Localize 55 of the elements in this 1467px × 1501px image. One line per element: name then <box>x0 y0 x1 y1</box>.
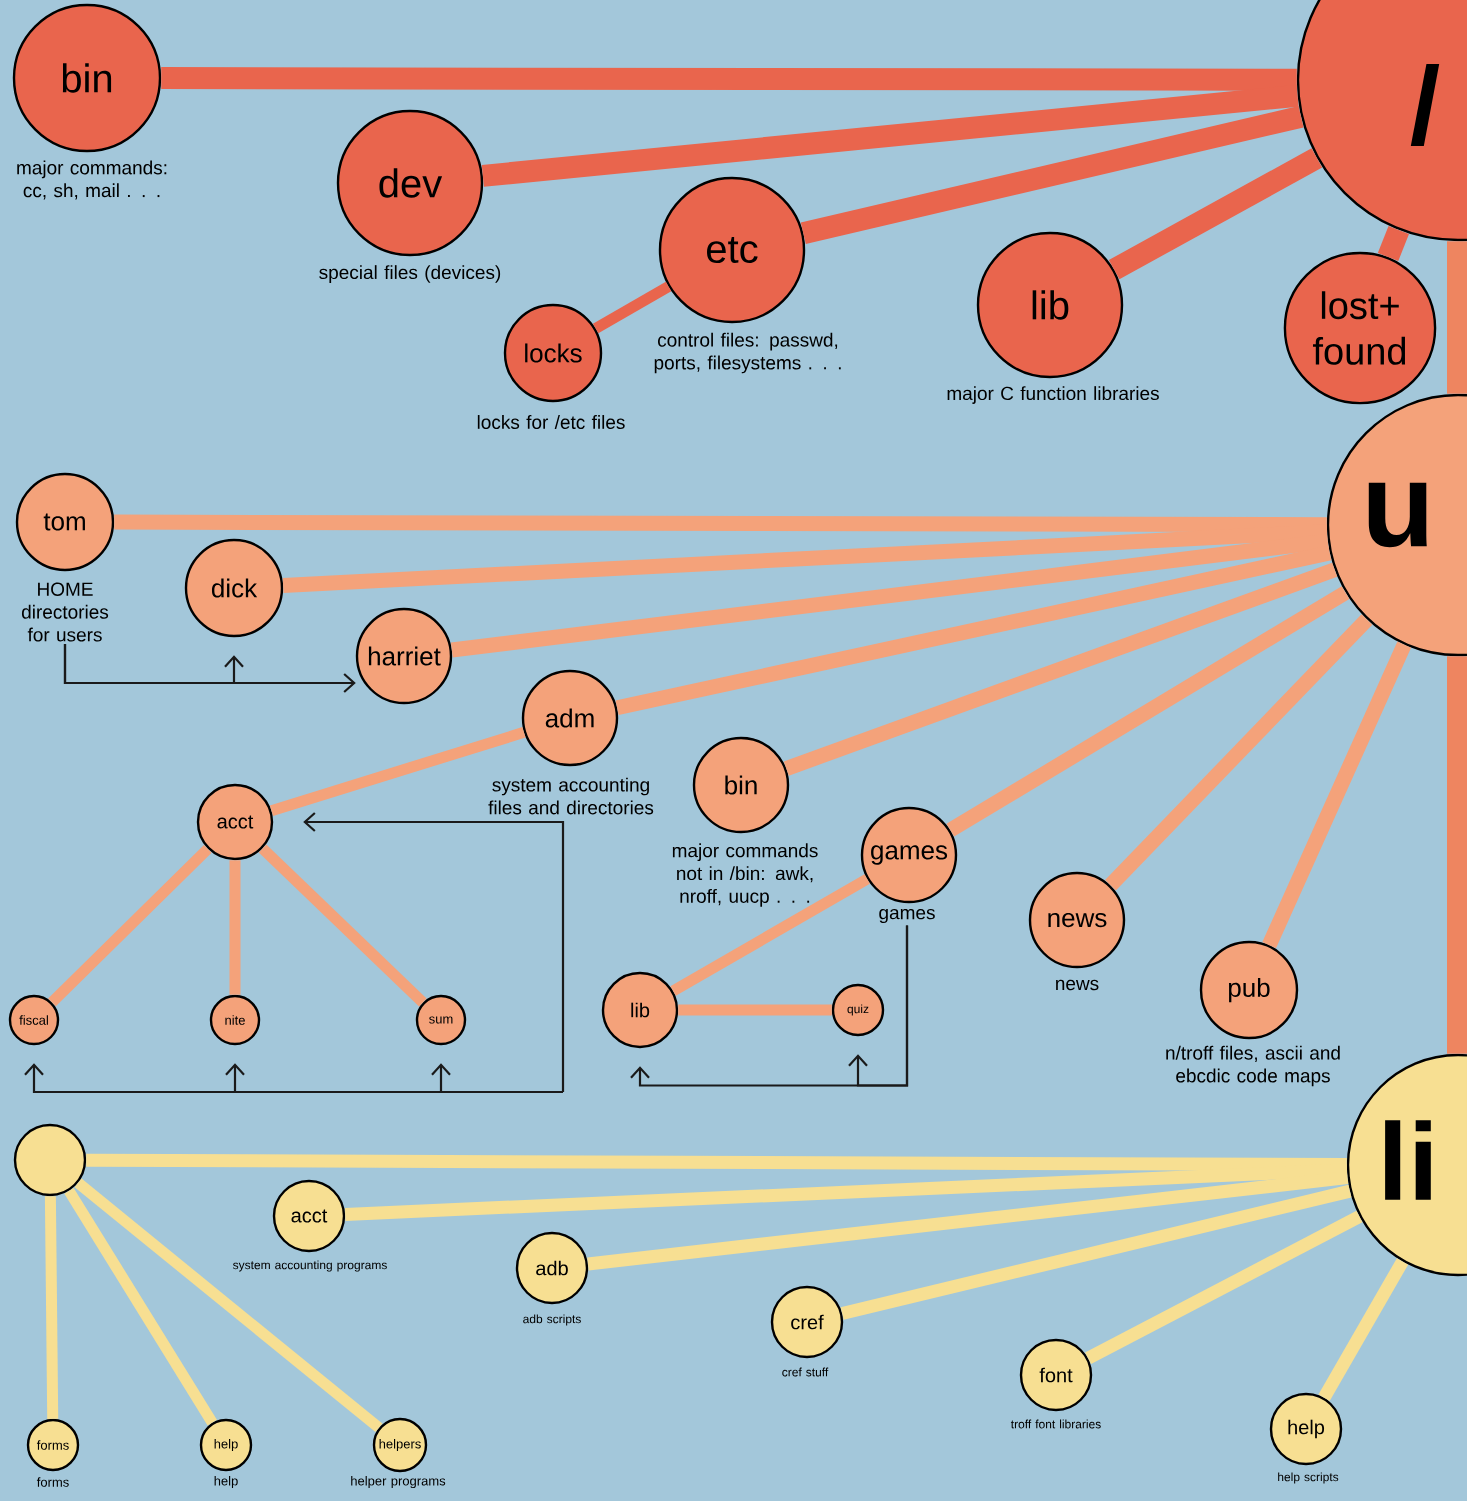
directory-description: major C function libraries <box>947 386 1159 404</box>
directory-description: helper programs <box>351 1475 446 1489</box>
branch-tube <box>946 586 1350 837</box>
branch-tube <box>587 1171 1349 1271</box>
branch-tube <box>44 1196 59 1419</box>
directory-description: help scripts <box>1278 1472 1339 1484</box>
directory-description: troff font libraries <box>1010 1419 1101 1429</box>
branch-tube <box>1447 656 1467 1054</box>
directory-description: system accounting files and directories <box>488 777 654 815</box>
branch-tube <box>481 84 1299 187</box>
branch-tube <box>1377 225 1409 262</box>
branch-tube <box>670 874 870 996</box>
branch-tube <box>86 1153 1347 1172</box>
branch-tube <box>161 67 1297 91</box>
annotation-text: games <box>879 908 935 924</box>
branch-tube <box>800 106 1304 245</box>
branch-tube <box>269 727 526 816</box>
directory-description: system accounting programs <box>233 1260 387 1272</box>
directory-description: adb scripts <box>523 1314 581 1326</box>
pointer-arrow <box>848 925 909 1087</box>
directory-circle <box>13 1123 87 1197</box>
branch-tube <box>1108 148 1323 280</box>
pointer-arrow <box>63 643 356 693</box>
branch-tube <box>783 562 1338 776</box>
pointer-arrow <box>303 812 565 1092</box>
directory-description: special files (devices) <box>319 265 501 283</box>
directory-description: control files: passwd, ports, filesystems . . . <box>654 332 841 374</box>
directory-description: news <box>1056 979 1099 991</box>
branch-tube <box>1105 614 1373 891</box>
branch-tube <box>1262 641 1412 949</box>
branch-tube <box>258 844 427 1007</box>
directory-description: major commands: cc, sh, mail . . . <box>17 160 167 200</box>
directory-description: forms <box>36 1477 69 1487</box>
directory-description: n/troff files, ascii and ebcdic code maps <box>1166 1045 1340 1087</box>
branch-tube <box>840 1184 1352 1320</box>
pointer-arrow <box>431 1063 563 1094</box>
branch-tube <box>74 1178 383 1433</box>
branch-tube <box>678 1004 832 1016</box>
directory-description: locks for /etc files <box>477 415 625 429</box>
branch-tube <box>1447 241 1467 394</box>
branch-tube <box>450 533 1329 658</box>
branch-tube <box>229 860 241 995</box>
branch-tube <box>282 524 1328 593</box>
annotation-text: HOME directories for users <box>21 582 109 642</box>
branch-tube <box>592 281 672 334</box>
directory-description: cref stuff <box>782 1367 829 1377</box>
branch-tube <box>344 1163 1348 1221</box>
directory-description: major commands not in /bin: awk, nroff, uucp . . . <box>672 843 818 907</box>
directory-description: help <box>214 1475 238 1489</box>
branch-tube <box>64 1187 217 1426</box>
branch-tube <box>48 844 212 1007</box>
branch-tube <box>615 545 1332 716</box>
branch-tube <box>114 514 1327 533</box>
branch-tube <box>1318 1258 1409 1401</box>
branch-tube <box>1085 1210 1363 1364</box>
